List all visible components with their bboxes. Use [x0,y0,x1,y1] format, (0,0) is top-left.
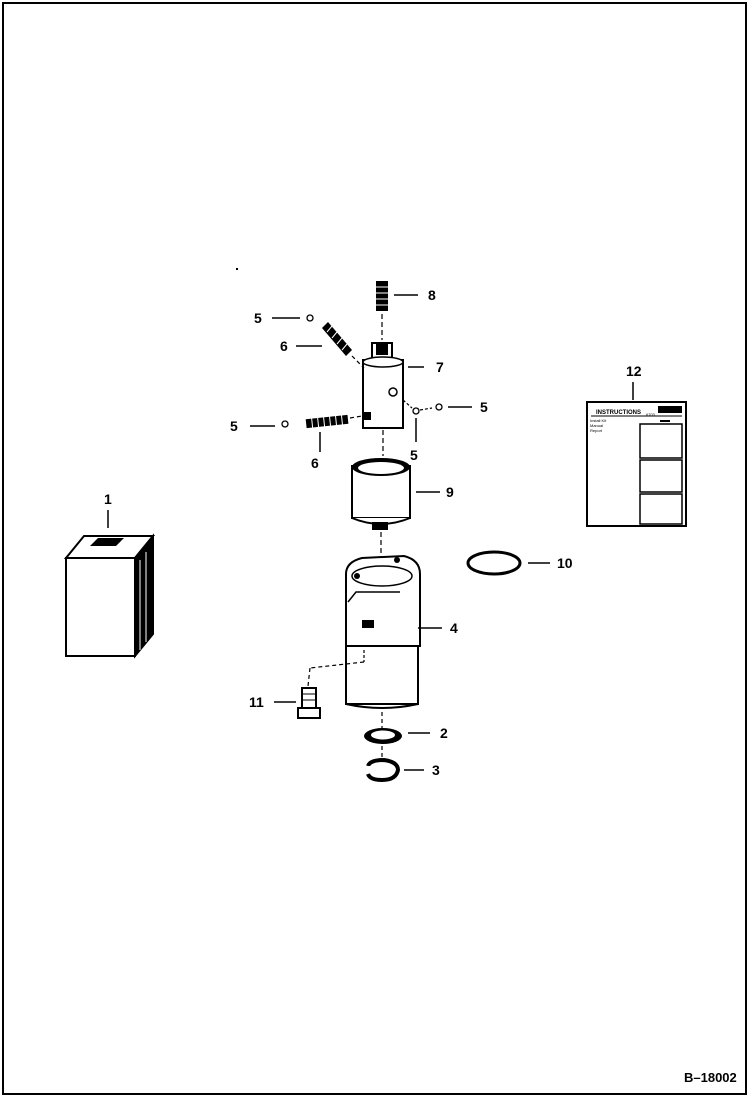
part-2-washer [364,728,430,744]
callout-3: 3 [432,762,440,778]
callout-6-upper: 6 [280,338,288,354]
part-7-spool [362,342,424,429]
part-12-instruction-card [586,382,687,527]
callout-6-lower: 6 [311,455,319,471]
callout-2: 2 [440,725,448,741]
instruction-card-line1: Install Kit [590,418,607,423]
part-6-spring-upper [296,322,365,369]
callout-5-upper: 5 [254,310,262,326]
instruction-card-heading: INSTRUCTIONS [596,410,641,416]
part-3-retaining-ring [365,757,424,783]
instruction-card-line2: Manual [590,423,603,428]
scan-speck [236,268,238,270]
instruction-card-ref: 6703 [646,412,656,417]
part-5-ball-right [402,399,472,442]
part-9-sleeve [351,458,440,530]
figure-reference: B–18002 [684,1070,737,1085]
callout-11: 11 [249,694,264,710]
callout-9: 9 [446,484,454,500]
part-5-ball-lower-left [250,420,289,428]
callout-5-right: 5 [480,399,488,415]
callout-7: 7 [436,359,444,375]
callout-10: 10 [557,555,573,571]
callout-12: 12 [626,363,642,379]
part-5-ball-upper-left [272,314,314,322]
part-6-spring-lower [305,414,363,452]
part-8-set-screw [376,281,418,340]
part-10-o-ring [466,550,550,576]
callout-5-lower-right: 5 [410,447,418,463]
instruction-card-line3: Report [590,428,603,433]
part-4-housing [345,554,442,709]
callout-1: 1 [104,491,112,507]
callout-5-lower-left: 5 [230,418,238,434]
callout-4: 4 [450,620,458,636]
callout-8: 8 [428,287,436,303]
part-1-box [63,510,156,659]
part-11-bolt [274,650,365,719]
